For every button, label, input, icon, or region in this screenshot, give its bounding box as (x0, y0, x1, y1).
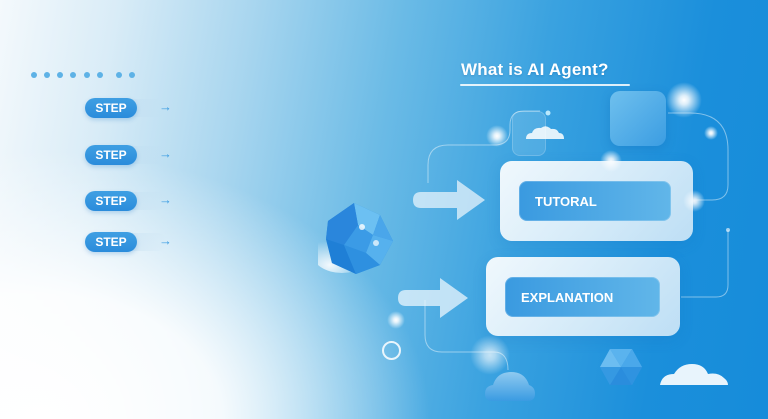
step-item[interactable]: STEP → (85, 98, 172, 118)
sparkle-icon (666, 82, 702, 118)
progress-dot (44, 72, 50, 78)
page-title: What is AI Agent? (461, 60, 609, 79)
ring-icon (382, 341, 401, 360)
step-item[interactable]: STEP → (85, 232, 172, 252)
step-button[interactable]: STEP (85, 145, 137, 165)
progress-dot (116, 72, 122, 78)
step-item[interactable]: STEP → (85, 145, 172, 165)
cloud-icon (526, 126, 564, 139)
arrow-right-icon (398, 278, 468, 318)
progress-dot (84, 72, 90, 78)
progress-dot (57, 72, 63, 78)
sparkle-icon (470, 335, 510, 375)
progress-dot (129, 72, 135, 78)
explanation-card[interactable]: EXPLANATION (486, 257, 680, 336)
explanation-button[interactable]: EXPLANATION (505, 277, 660, 317)
sparkle-icon (704, 126, 718, 140)
tutorial-card[interactable]: TUTORAL (500, 161, 693, 241)
step-item[interactable]: STEP → (85, 191, 172, 211)
tutorial-button[interactable]: TUTORAL (519, 181, 671, 221)
arrow-right-icon (413, 180, 485, 220)
progress-dot (97, 72, 103, 78)
sparkle-icon (486, 125, 508, 147)
step-button[interactable]: STEP (85, 98, 137, 118)
rounded-square-icon (610, 91, 666, 146)
progress-dots (0, 72, 160, 80)
cloud-icon (485, 372, 535, 401)
progress-dot (70, 72, 76, 78)
sparkle-icon (387, 311, 405, 329)
hexagon-icon (600, 349, 642, 385)
cloud-icon (660, 364, 728, 385)
step-button[interactable]: STEP (85, 232, 137, 252)
title-underline (460, 84, 630, 86)
progress-dot (31, 72, 37, 78)
crystal-icon (318, 203, 393, 274)
step-button[interactable]: STEP (85, 191, 137, 211)
